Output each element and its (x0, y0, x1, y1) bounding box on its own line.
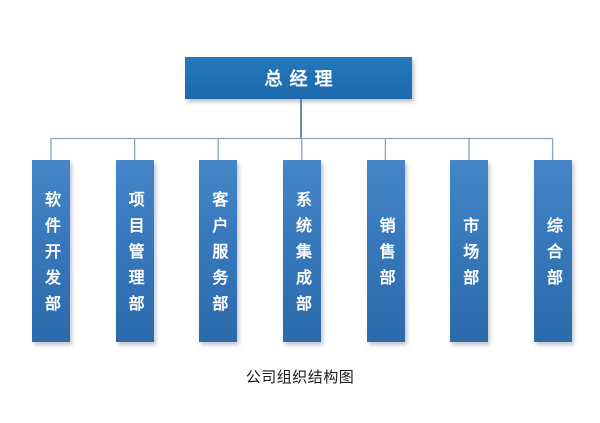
node-general-affairs: 综合部 (533, 160, 572, 342)
node-sales: 销售部 (366, 160, 405, 342)
diagram-caption: 公司组织结构图 (245, 368, 355, 386)
node-general-manager: 总经理 (185, 57, 412, 99)
node-software-development: 软件开发部 (32, 160, 70, 342)
node-system-integration: 系统集成部 (282, 160, 321, 342)
department-row: 软件开发部 项目管理部 客户服务部 系统集成部 销售部 市场部 综合部 (32, 160, 572, 342)
node-marketing-label: 市场部 (460, 217, 480, 295)
node-system-integration-label: 系统集成部 (292, 191, 312, 321)
node-project-management-label: 项目管理部 (125, 191, 145, 321)
node-project-management: 项目管理部 (115, 160, 154, 342)
node-customer-service: 客户服务部 (199, 160, 238, 342)
node-customer-service-label: 客户服务部 (209, 191, 229, 321)
node-marketing: 市场部 (450, 160, 489, 342)
node-general-affairs-label: 综合部 (543, 217, 563, 295)
node-sales-label: 销售部 (376, 217, 396, 295)
node-general-manager-label: 总经理 (264, 69, 340, 90)
node-software-development-label: 软件开发部 (42, 191, 61, 321)
